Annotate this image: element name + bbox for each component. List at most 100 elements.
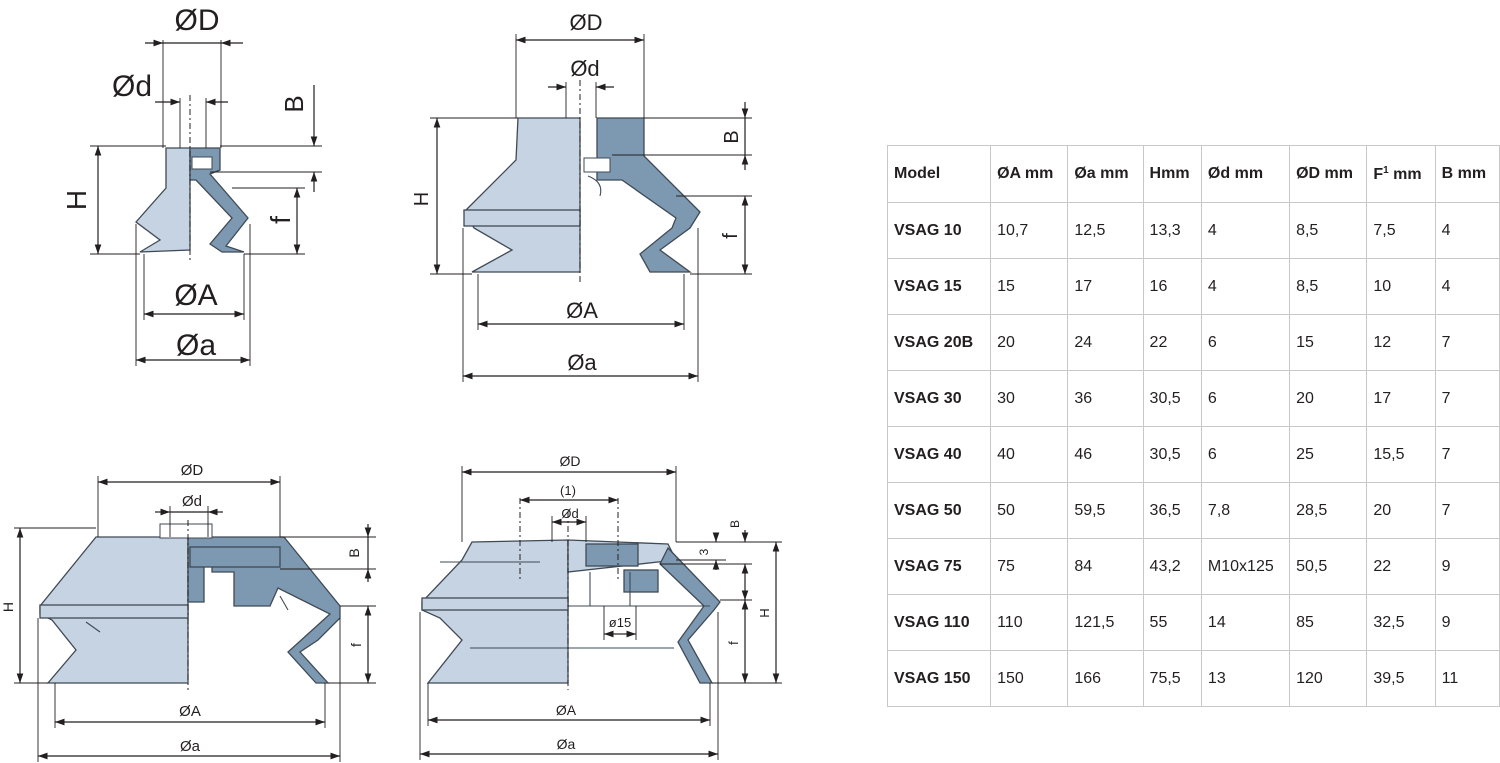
table-cell: 85 <box>1289 594 1368 651</box>
label-B-4: B <box>728 520 742 528</box>
label-d-3: Ød <box>182 493 202 510</box>
table-cell: 7 <box>1434 482 1500 539</box>
table-cell: 75,5 <box>1142 650 1202 707</box>
table-cell: 8,5 <box>1289 258 1368 315</box>
table-cell: 43,2 <box>1142 538 1202 595</box>
label-a-2: Øa <box>567 350 597 375</box>
label-A-1: ØA <box>174 279 217 312</box>
label-H-2: H <box>411 192 433 206</box>
table-cell: 110 <box>990 594 1069 651</box>
cell-model: VSAG 20B <box>886 314 992 371</box>
table-cell: 11 <box>1434 650 1500 707</box>
col-header-F-footnote: 1 <box>1383 164 1389 176</box>
table-cell: 13,3 <box>1142 202 1202 259</box>
cell-model: VSAG 15 <box>886 258 992 315</box>
col-header-d: Ød mm <box>1200 145 1291 203</box>
label-a-4: Øa <box>557 736 576 752</box>
table-cell: 12 <box>1366 314 1436 371</box>
table-cell: 30,5 <box>1142 370 1202 427</box>
table-cell: 17 <box>1067 258 1144 315</box>
table-cell: 36,5 <box>1142 482 1202 539</box>
table-cell: M10x125 <box>1200 538 1291 595</box>
table-cell: 20 <box>1289 370 1368 427</box>
table-cell: 6 <box>1200 426 1291 483</box>
label-f-4: f <box>726 641 741 645</box>
table-cell: 22 <box>1142 314 1202 371</box>
table-cell: 166 <box>1067 650 1144 707</box>
table-cell: 30 <box>990 370 1069 427</box>
label-f-1: f <box>265 216 296 224</box>
table-cell: 15 <box>1289 314 1368 371</box>
col-header-a: Øa mm <box>1067 145 1144 203</box>
technical-drawings: ØD Ød H B f ØA Øa <box>0 4 782 762</box>
label-d: Ød <box>112 70 152 103</box>
cell-model: VSAG 50 <box>886 482 992 539</box>
table-cell: 30,5 <box>1142 426 1202 483</box>
label-three: 3 <box>697 548 711 555</box>
label-D: ØD <box>175 4 220 37</box>
col-header-model: Model <box>886 145 992 203</box>
table-cell: 7 <box>1434 426 1500 483</box>
table-cell: 9 <box>1434 594 1500 651</box>
table-cell: 4 <box>1434 202 1500 259</box>
label-H: H <box>61 190 92 210</box>
col-header-B: B mm <box>1434 145 1500 203</box>
table-cell: 6 <box>1200 314 1291 371</box>
table-cell: 84 <box>1067 538 1144 595</box>
table-cell: 7 <box>1434 370 1500 427</box>
table-cell: 6 <box>1200 370 1291 427</box>
cell-model: VSAG 75 <box>886 538 992 595</box>
table-cell: 7,5 <box>1366 202 1436 259</box>
col-header-D: ØD mm <box>1289 145 1368 203</box>
label-H-3: H <box>0 602 16 612</box>
drawing-large-cup: ØD Ød H B f ØA Ø <box>0 462 376 762</box>
table-cell: 40 <box>990 426 1069 483</box>
label-note-1: (1) <box>560 483 576 498</box>
table-cell: 10,7 <box>990 202 1069 259</box>
table-cell: 28,5 <box>1289 482 1368 539</box>
drawing-xl-cup: ØD (1) Ød ø15 B 3 f <box>419 453 782 760</box>
table-cell: 12,5 <box>1067 202 1144 259</box>
col-header-H: Hmm <box>1142 145 1202 203</box>
table-cell: 50,5 <box>1289 538 1368 595</box>
label-B-1: B <box>279 95 309 112</box>
drawing-medium-cup: ØD Ød H B f ØA Øa <box>411 10 752 382</box>
label-H-4: H <box>757 608 772 617</box>
label-a-1: Øa <box>176 329 216 362</box>
spec-table: Model ØA mm Øa mm Hmm Ød mm ØD mm F1 mm … <box>886 145 1500 707</box>
col-header-F-unit: mm <box>1388 165 1422 183</box>
label-a-3: Øa <box>180 738 201 755</box>
label-D-2: ØD <box>570 10 603 35</box>
drawing-small-cup: ØD Ød H B f ØA Øa <box>61 4 322 366</box>
table-cell: 25 <box>1289 426 1368 483</box>
table-cell: 22 <box>1366 538 1436 595</box>
table-cell: 4 <box>1434 258 1500 315</box>
table-cell: 10 <box>1366 258 1436 315</box>
table-cell: 50 <box>990 482 1069 539</box>
label-D-4: ØD <box>560 453 581 469</box>
cell-model: VSAG 150 <box>886 650 992 707</box>
table-cell: 4 <box>1200 258 1291 315</box>
label-d-2: Ød <box>570 56 599 81</box>
label-d15: ø15 <box>609 615 631 630</box>
col-header-A: ØA mm <box>990 145 1069 203</box>
table-cell: 14 <box>1200 594 1291 651</box>
cell-model: VSAG 110 <box>886 594 992 651</box>
label-A-4: ØA <box>556 702 577 718</box>
table-cell: 17 <box>1366 370 1436 427</box>
table-cell: 4 <box>1200 202 1291 259</box>
table-cell: 36 <box>1067 370 1144 427</box>
label-f-3: f <box>348 643 364 647</box>
table-cell: 20 <box>990 314 1069 371</box>
table-cell: 120 <box>1289 650 1368 707</box>
table-cell: 32,5 <box>1366 594 1436 651</box>
label-A-2: ØA <box>566 298 598 323</box>
